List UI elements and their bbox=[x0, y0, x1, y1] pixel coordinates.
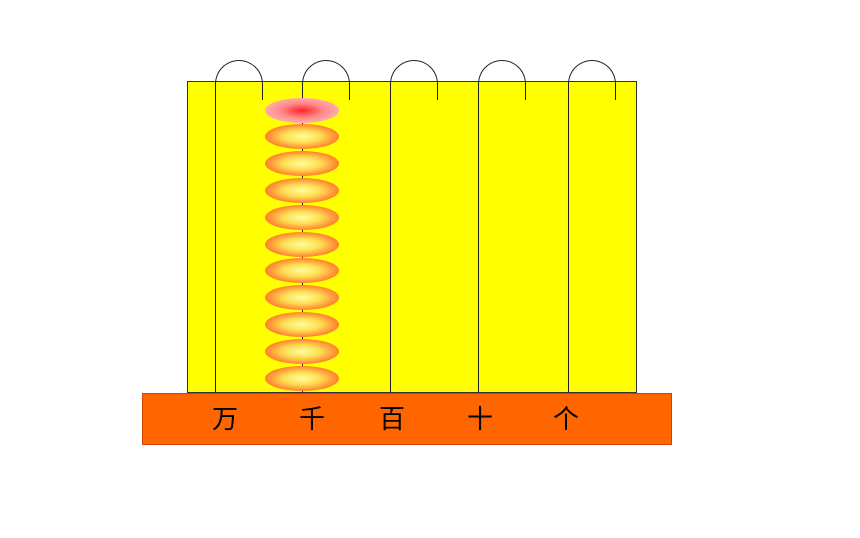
abacus-bead bbox=[265, 365, 339, 391]
rod-loop-wan bbox=[215, 60, 263, 100]
abacus-bead bbox=[265, 285, 339, 311]
rod-ge bbox=[568, 81, 569, 393]
abacus-bead bbox=[265, 258, 339, 284]
highlighted-bead bbox=[265, 97, 339, 123]
place-label-bai: 百 bbox=[378, 405, 405, 435]
abacus-bead bbox=[265, 204, 339, 230]
rod-shi bbox=[478, 81, 479, 393]
rod-loop-bai bbox=[390, 60, 438, 100]
abacus-bead bbox=[265, 231, 339, 257]
rod-loop-shi bbox=[478, 60, 526, 100]
abacus-bead bbox=[265, 151, 339, 177]
abacus-base bbox=[142, 393, 672, 445]
rod-loop-ge bbox=[568, 60, 616, 100]
abacus-bead bbox=[265, 124, 339, 150]
abacus-bead bbox=[265, 177, 339, 203]
place-label-ge: 个 bbox=[552, 405, 579, 435]
rod-wan bbox=[215, 81, 216, 393]
abacus-bead bbox=[265, 338, 339, 364]
place-label-wan: 万 bbox=[211, 405, 238, 435]
rod-loop-qian bbox=[302, 60, 350, 100]
place-label-shi: 十 bbox=[466, 405, 493, 435]
rod-bai bbox=[390, 81, 391, 393]
abacus-bead bbox=[265, 311, 339, 337]
place-label-qian: 千 bbox=[298, 405, 325, 435]
abacus-board bbox=[187, 81, 637, 393]
